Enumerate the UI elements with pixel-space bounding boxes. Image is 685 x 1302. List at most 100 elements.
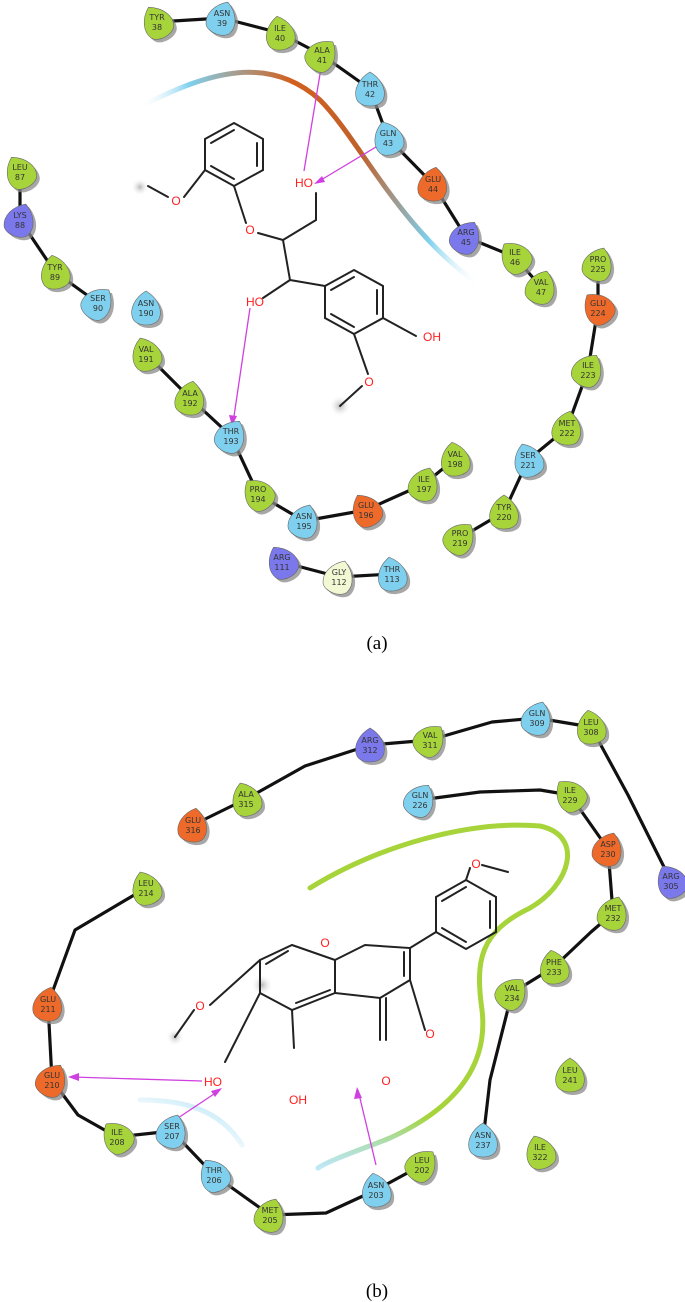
residue-number: 221 (520, 461, 535, 470)
residue-number: 111 (274, 563, 289, 572)
atom-label: O (320, 936, 329, 950)
residue-number: 223 (580, 371, 595, 380)
backbone-chain (46, 886, 424, 1217)
residue-number: 203 (368, 1191, 383, 1200)
solvent-exposure-line (137, 1097, 245, 1148)
residue-number: 195 (296, 522, 311, 531)
backbone-chain (155, 16, 543, 289)
residue-disc (34, 1064, 66, 1098)
residue-number: 90 (93, 304, 103, 313)
atom-label: O (364, 375, 373, 389)
residue-number: 229 (562, 796, 577, 805)
residue-number: 312 (362, 746, 377, 755)
residue-name: TYR (495, 503, 512, 512)
atom-label: HO (246, 295, 264, 309)
residue-number: 220 (496, 513, 511, 522)
residue-number: 197 (416, 485, 431, 494)
residue-disc (266, 15, 296, 51)
residue-disc (304, 41, 336, 73)
residue-name: ARG (273, 553, 290, 562)
residue-disc (591, 832, 622, 867)
residue-name: GLU (40, 995, 56, 1004)
residue-name: ALA (182, 389, 198, 398)
residue-number: 190 (138, 309, 153, 318)
residue-disc (132, 337, 163, 372)
residue-name: GLN (529, 709, 546, 718)
residue-name: MET (605, 904, 622, 913)
residue-number: 206 (206, 1176, 221, 1185)
residue-disc (6, 156, 38, 190)
residue-number: 43 (383, 139, 393, 148)
residue-number: 219 (452, 539, 467, 548)
backbone-chain (144, 352, 457, 523)
residue-name: VAL (534, 278, 549, 287)
residue-name: THR (205, 1166, 223, 1175)
residue-number: 41 (317, 56, 327, 65)
residue-name: LEU (414, 1156, 430, 1165)
residue-name: THR (222, 427, 240, 436)
residue-disc (524, 270, 555, 305)
residue-name: PRO (250, 485, 267, 494)
residue-number: 308 (583, 728, 598, 737)
atom-label: OH (423, 330, 441, 344)
residue-name: ILE (274, 24, 286, 33)
residue-name: ASN (475, 1131, 492, 1140)
residue-name: ASN (214, 9, 231, 18)
residue-disc (355, 727, 385, 763)
residue-name: ARG (662, 872, 679, 881)
residue-name: PRO (452, 529, 469, 538)
residue-number: 214 (138, 889, 153, 898)
atom-label: O (425, 1027, 434, 1041)
residue-name: GLN (380, 129, 397, 138)
residue-number: 112 (331, 578, 346, 587)
residue-name: MET (559, 419, 576, 428)
hbond-arrow (357, 1089, 377, 1166)
residue-number: 234 (504, 994, 519, 1003)
residue-disc (362, 1172, 392, 1208)
residue-name: GLU (358, 501, 374, 510)
residue-number: 230 (600, 850, 615, 859)
hbond-arrow (303, 61, 323, 172)
residue-number: 44 (428, 185, 438, 194)
residue-name: THR (383, 565, 401, 574)
residue-disc (80, 289, 112, 321)
residue-disc (584, 294, 616, 326)
residue-name: ASN (138, 299, 155, 308)
residue-name: ARG (457, 228, 474, 237)
residue-disc (596, 896, 627, 931)
residue-disc (155, 1114, 186, 1149)
residue-name: GLU (425, 175, 441, 184)
residue-name: LEU (583, 718, 599, 727)
residue-number: 198 (447, 460, 462, 469)
residue-name: VAL (505, 984, 520, 993)
residue-disc (577, 709, 607, 745)
residue-disc (253, 1198, 284, 1233)
residue-number: 205 (262, 1216, 277, 1225)
residue-disc (131, 290, 161, 326)
panel-caption: (a) (366, 633, 387, 654)
